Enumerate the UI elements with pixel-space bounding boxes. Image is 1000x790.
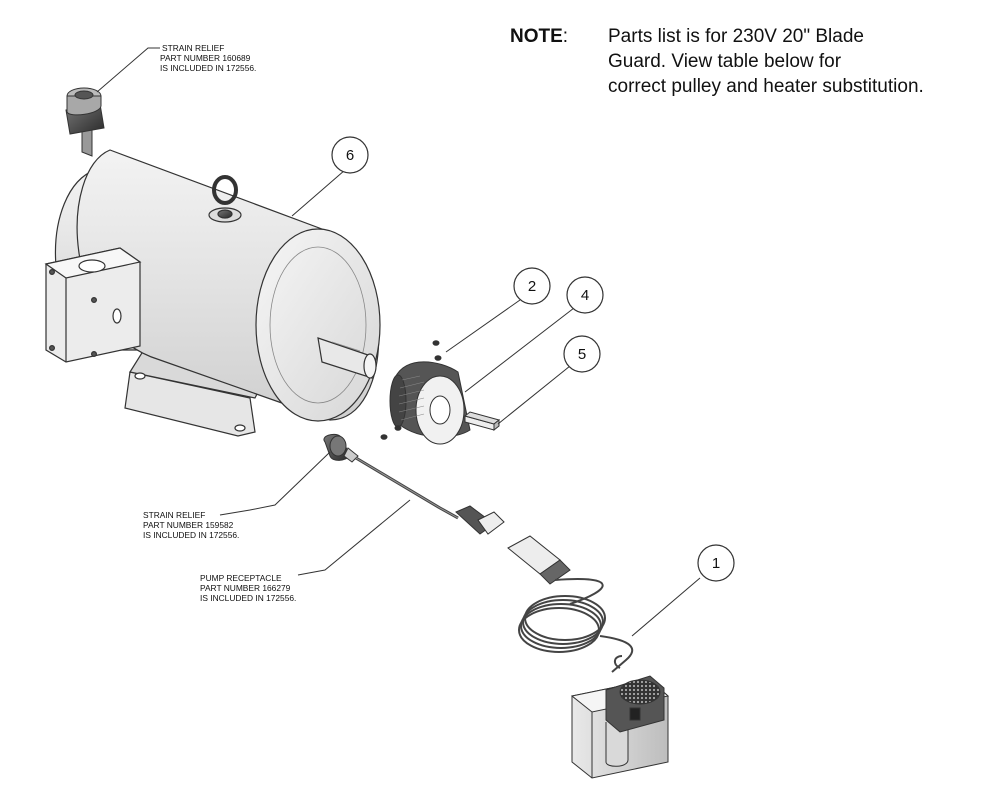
set-screw-bottom [380, 434, 388, 440]
note-line-1: Parts list is for 230V 20" Blade [608, 26, 864, 47]
label-strain-relief-top-line-2: PART NUMBER 160689 [160, 53, 251, 63]
motor-base-foot [124, 371, 256, 437]
motor [44, 149, 381, 437]
key [463, 365, 571, 432]
callout-2-number: 2 [528, 278, 536, 295]
label-pump-receptacle-line-1: PUMP RECEPTACLE [200, 573, 282, 583]
parts-note: NOTE: Parts list is for 230V 20" Blade G… [510, 24, 990, 97]
coiled-cord [518, 578, 634, 673]
callout-5-number: 5 [578, 346, 586, 363]
label-strain-relief-mid-line-2: PART NUMBER 159582 [143, 520, 234, 530]
callout-6: 6 [331, 136, 369, 174]
note-body: Parts list is for 230V 20" Blade Guard. … [608, 24, 924, 99]
note-keyword: NOTE [510, 26, 563, 47]
note-line-2: Guard. View table below for [608, 51, 842, 72]
label-strain-relief-top-line-3: IS INCLUDED IN 172556. [160, 63, 256, 73]
callout-6-number: 6 [346, 147, 354, 164]
pump [507, 535, 701, 779]
pump-grille [619, 679, 661, 705]
label-strain-relief-top-line-1: STRAIN RELIEF [162, 43, 224, 53]
cord-assembly [249, 433, 505, 576]
motor-front-face [255, 228, 381, 422]
set-screw-top [432, 340, 440, 346]
label-strain-relief-top: STRAIN RELIEF PART NUMBER 160689 IS INCL… [160, 43, 256, 73]
callout-4-number: 4 [581, 287, 589, 304]
label-strain-relief-mid-line-3: IS INCLUDED IN 172556. [143, 530, 239, 540]
callout-4: 4 [566, 276, 604, 314]
label-pump-receptacle-line-2: PART NUMBER 166279 [200, 583, 291, 593]
label-pump-receptacle: PUMP RECEPTACLE PART NUMBER 166279 IS IN… [200, 573, 296, 603]
callout-1-number: 1 [712, 555, 720, 572]
label-strain-relief-mid-line-1: STRAIN RELIEF [143, 510, 205, 520]
eye-bolt [212, 175, 238, 205]
callout-2: 2 [513, 267, 551, 305]
callout-5: 5 [563, 335, 601, 373]
label-strain-relief-mid: STRAIN RELIEF PART NUMBER 159582 IS INCL… [143, 509, 251, 540]
pulley [380, 299, 575, 445]
callout-1: 1 [697, 544, 735, 582]
strain-relief-top-part [65, 47, 160, 157]
note-line-3: correct pulley and heater substitution. [608, 76, 924, 97]
note-colon: : [562, 26, 569, 47]
label-pump-receptacle-line-3: IS INCLUDED IN 172556. [200, 593, 296, 603]
